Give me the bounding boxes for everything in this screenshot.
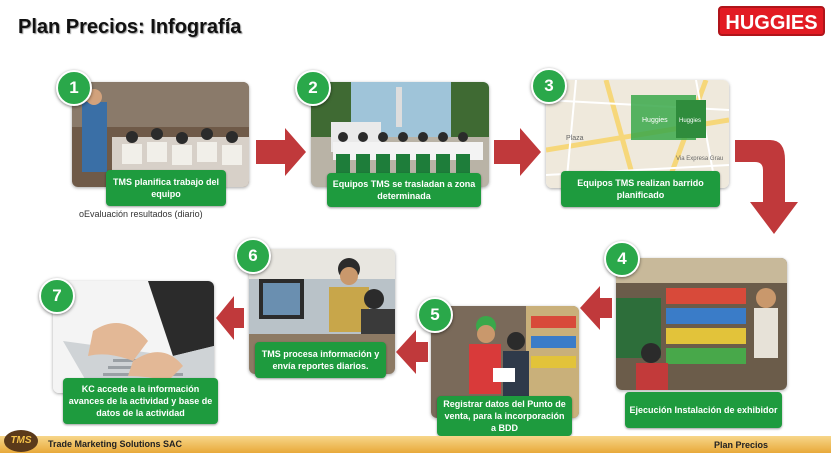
arrow-step6-to-step7: [216, 296, 244, 340]
footer-company: Trade Marketing Solutions SAC: [48, 439, 183, 449]
step-2-label: Equipos TMS se trasladan a zona determin…: [327, 173, 481, 207]
arrow-step3-to-step4: [735, 140, 798, 234]
step-3-photo: Huggies Huggies Plaza Via Expresa Grau: [546, 80, 729, 188]
step-7-number: 7: [39, 278, 75, 314]
step-6-label: TMS procesa información y envía reportes…: [255, 342, 386, 378]
step-3-number: 3: [531, 68, 567, 104]
step-5-number: 5: [417, 297, 453, 333]
tms-logo: TMS: [4, 430, 38, 452]
step-4-photo: [616, 258, 787, 390]
step-4-label: Ejecución Instalación de exhibidor: [625, 392, 782, 428]
footer-section: Plan Precios: [714, 440, 769, 450]
footer-bar: [0, 436, 831, 453]
map-label-huggies-1: Huggies: [642, 117, 668, 124]
step-1-label: TMS planifica trabajo del equipo: [106, 170, 226, 206]
step-7-label: KC accede a la información avances de la…: [63, 378, 218, 424]
step-2-photo: [311, 82, 489, 187]
step-3-label: Equipos TMS realizan barrido planificado: [561, 171, 720, 207]
arrow-step4-to-step5: [580, 286, 612, 330]
map-label-huggies-2: Huggies: [679, 118, 701, 124]
page-title: Plan Precios: Infografía: [18, 16, 242, 38]
arrow-step5-to-step6: [396, 330, 428, 374]
step-5-label: Registrar datos del Punto de venta, para…: [437, 396, 572, 436]
step-1-photo: [72, 82, 249, 187]
step-1-number: 1: [56, 70, 92, 106]
evaluation-note: oEvaluación resultados (diario): [79, 209, 203, 219]
map-label-via-expresa: Via Expresa Grau: [676, 156, 723, 162]
step-4-number: 4: [604, 241, 640, 277]
step-6-number: 6: [235, 238, 271, 274]
step-2-number: 2: [295, 70, 331, 106]
arrow-step1-to-step2: [256, 128, 306, 176]
map-label-plaza: Plaza: [566, 135, 584, 142]
huggies-logo: HUGGIES: [718, 6, 825, 36]
arrow-step2-to-step3: [494, 128, 541, 176]
